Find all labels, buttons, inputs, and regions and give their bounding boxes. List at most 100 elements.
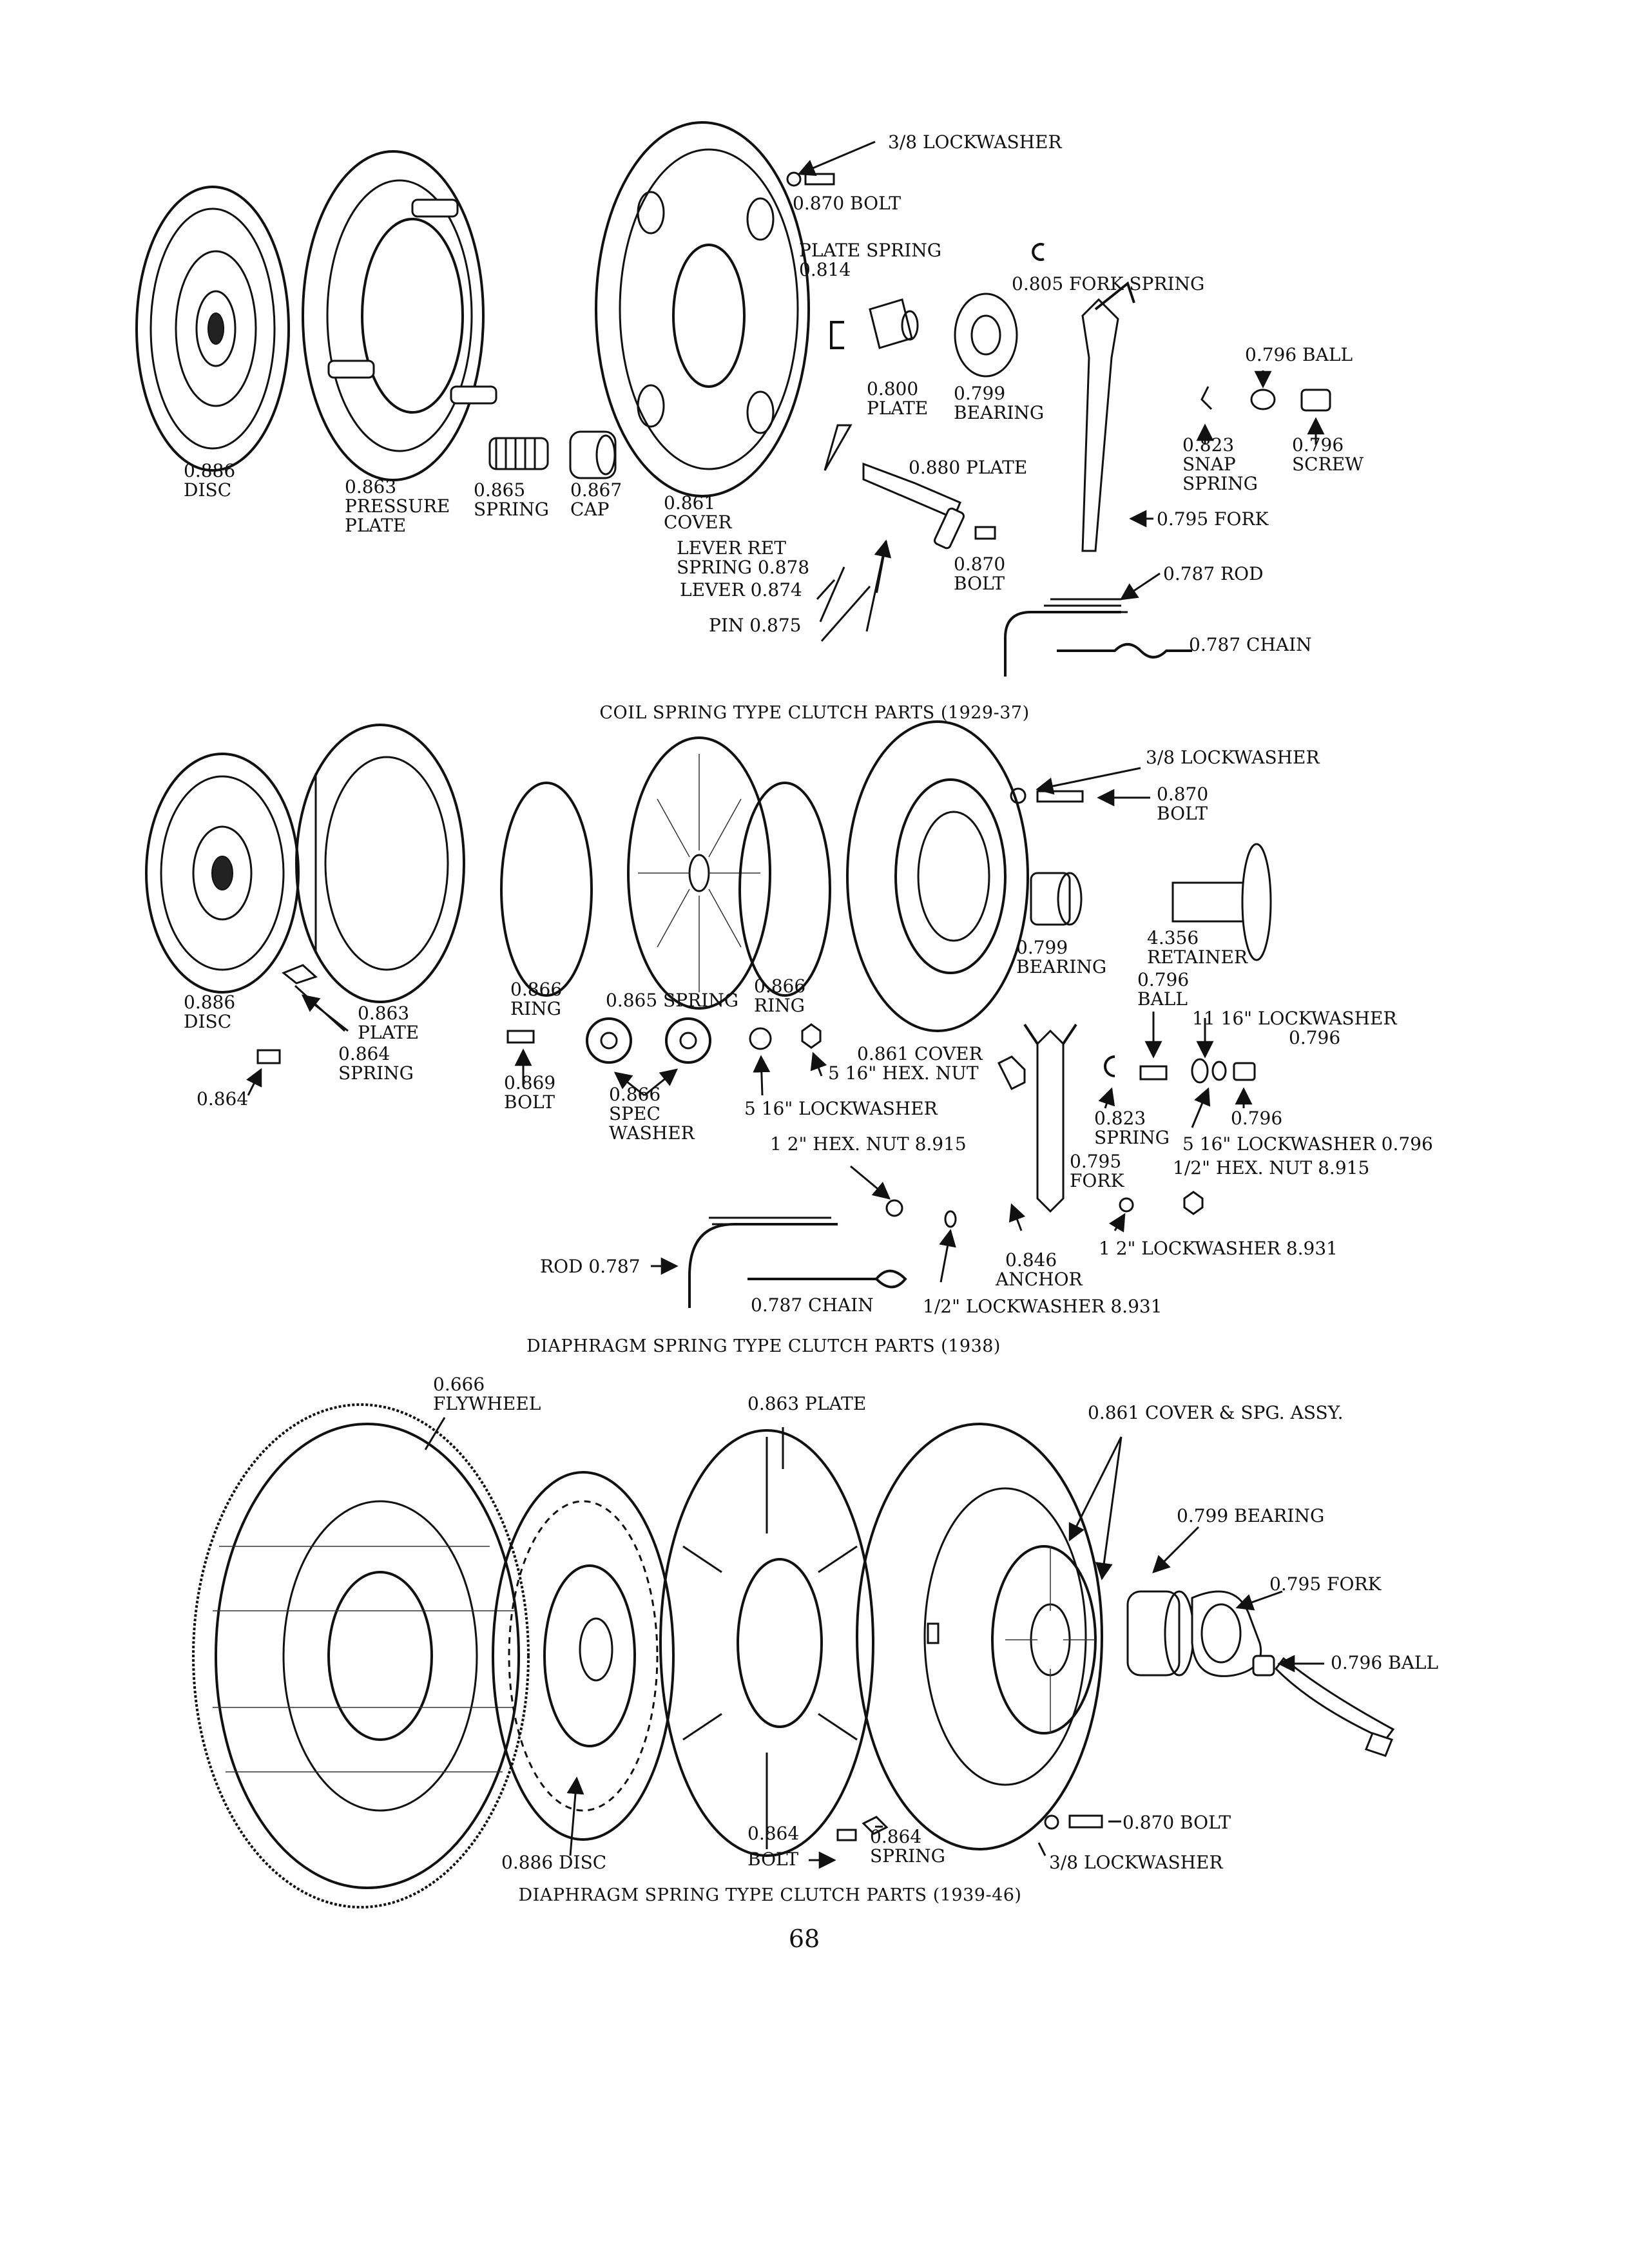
label-disc-num: 0.886 xyxy=(184,460,235,481)
label-plate-spring-num: 0.814 xyxy=(799,259,851,280)
ring-right-part xyxy=(738,782,831,997)
label-chain-787: 0.787 CHAIN xyxy=(1189,634,1312,655)
label-spring: SPRING xyxy=(474,499,549,520)
label-spring-864: SPRING xyxy=(870,1845,945,1867)
label-plate-863: 0.863 PLATE xyxy=(747,1393,866,1414)
ring-left-part xyxy=(500,782,593,997)
label-lockwasher-38: 3/8 LOCKWASHER xyxy=(1049,1852,1224,1873)
label-bearing-1938: BEARING xyxy=(1016,956,1106,977)
bearing-part-1938 xyxy=(1030,872,1083,926)
small-parts-1938 xyxy=(506,1017,827,1097)
label-lockwasher-1938: 3/8 LOCKWASHER xyxy=(1146,747,1320,768)
label-flywheel-num: 0.666 xyxy=(433,1374,485,1395)
label-bolt-1938: BOLT xyxy=(1157,803,1208,824)
label-bearing-799-num: 0.799 xyxy=(954,383,1005,404)
ball-and-lockwashers-1938 xyxy=(1098,1012,1256,1128)
label-disc-1938-num: 0.886 xyxy=(184,992,235,1013)
label-lever-874: LEVER 0.874 xyxy=(680,579,802,601)
fork-part-1939 xyxy=(1191,1590,1262,1677)
screw-796-part xyxy=(1300,389,1331,445)
flywheel-part xyxy=(192,1403,530,1908)
label-hexnut-516: 5 16" HEX. NUT xyxy=(828,1062,979,1084)
label-spring-864-num: 0.864 xyxy=(338,1043,390,1064)
label-bolt-864: BOLT xyxy=(747,1849,798,1870)
label-fork-1938-num: 0.795 xyxy=(1070,1151,1121,1172)
label-bolt-870b-num: 0.870 xyxy=(954,553,1005,575)
label-bolt-869: BOLT xyxy=(504,1091,555,1113)
section-coil-spring: 3/8 LOCKWASHER 0.870 BOLT PLATE SPRING 0… xyxy=(135,121,1364,723)
label-ball-796: 0.796 BALL xyxy=(1331,1652,1438,1673)
label-disc-886: 0.886 DISC xyxy=(501,1852,606,1873)
label-lockwasher-1116: 11 16" LOCKWASHER xyxy=(1192,1008,1397,1029)
small-parts-1939 xyxy=(836,1814,1103,1841)
section-diaphragm-1938: 3/8 LOCKWASHER 0.870 BOLT 4.356 RETAINER… xyxy=(145,720,1433,1356)
ball-796-part xyxy=(1250,370,1276,410)
label-retainer: RETAINER xyxy=(1147,947,1248,968)
label-pressure: PRESSURE xyxy=(345,495,450,517)
label-plate-1938: PLATE xyxy=(358,1022,419,1043)
caption-diaphragm-1938: DIAPHRAGM SPRING TYPE CLUTCH PARTS (1938… xyxy=(526,1336,1001,1356)
label-hexnut-12: 1 2" HEX. NUT 8.915 xyxy=(770,1133,967,1155)
label-spring-num: 0.865 xyxy=(474,479,525,501)
label-hexnut-12-right: 1/2" HEX. NUT 8.915 xyxy=(1173,1157,1369,1178)
label-plate-1938-num: 0.863 xyxy=(358,1003,409,1024)
pressure-plate-part xyxy=(302,150,497,481)
bolt-lockwasher-1938 xyxy=(1010,767,1150,807)
label-spec-washer: WASHER xyxy=(609,1122,695,1144)
label-flywheel: FLYWHEEL xyxy=(433,1393,541,1414)
fork-part xyxy=(1081,281,1135,552)
label-pressure-plate-num: 0.863 xyxy=(345,476,396,497)
label-ball-1938: BALL xyxy=(1137,988,1188,1010)
label-lockwasher-12-right: 1 2" LOCKWASHER 8.931 xyxy=(1099,1238,1338,1259)
label-spring-823: SPRING xyxy=(1094,1127,1170,1148)
fork-spring-part xyxy=(1032,243,1045,261)
label-fork-795: 0.795 FORK xyxy=(1269,1573,1382,1595)
label-cover: COVER xyxy=(664,512,733,533)
label-bolt-869-num: 0.869 xyxy=(504,1072,555,1093)
ball-part-1939 xyxy=(1252,1655,1395,1757)
page-number: 68 xyxy=(789,1925,820,1953)
rod-chain-1938 xyxy=(651,1055,1204,1308)
label-chain-1938: 0.787 CHAIN xyxy=(751,1294,874,1316)
label-screw-num: 0.796 xyxy=(1292,434,1344,456)
label-ball-796: 0.796 BALL xyxy=(1245,344,1353,365)
label-ring-right: RING xyxy=(754,995,805,1016)
label-snap-spring: SPRING xyxy=(1182,473,1258,494)
label-lockwasher-12-bottom: 1/2" LOCKWASHER 8.931 xyxy=(923,1296,1162,1317)
plate-800-part xyxy=(869,298,919,349)
label-bolt-870b: BOLT xyxy=(954,573,1005,594)
retainer-part xyxy=(1171,843,1272,961)
label-plate-880: 0.880 PLATE xyxy=(909,457,1027,478)
label-anchor: ANCHOR xyxy=(995,1269,1083,1290)
label-ring-right-num: 0.866 xyxy=(754,975,805,997)
cover-assy-part xyxy=(856,1423,1103,1850)
label-snap-num: 0.823 xyxy=(1182,434,1234,456)
label-screw: SCREW xyxy=(1292,454,1364,475)
label-anchor-num: 0.846 xyxy=(1005,1249,1057,1271)
caption-coil-spring: COIL SPRING TYPE CLUTCH PARTS (1929-37) xyxy=(599,703,1029,723)
plate-part-1938 xyxy=(282,724,465,1003)
label-ring-left-num: 0.866 xyxy=(510,979,562,1000)
plate-spring-part xyxy=(830,321,844,349)
coil-spring-part xyxy=(488,437,549,470)
cover-part-1938 xyxy=(846,720,1029,1032)
bolt-864-part xyxy=(246,1049,281,1096)
label-cap: CAP xyxy=(570,499,609,520)
label-spec: SPEC xyxy=(609,1103,660,1124)
bolt-and-lockwasher-top xyxy=(786,140,876,187)
label-spring-823-num: 0.823 xyxy=(1094,1108,1146,1129)
label-lockwasher-516: 5 16" LOCKWASHER xyxy=(744,1098,938,1119)
caption-diaphragm-1939: DIAPHRAGM SPRING TYPE CLUTCH PARTS (1939… xyxy=(519,1885,1022,1905)
plate-part-1939 xyxy=(659,1429,874,1857)
label-cover-num: 0.861 xyxy=(664,492,715,514)
label-spring-864-num: 0.864 xyxy=(870,1826,921,1847)
diaphragm-spring-part xyxy=(627,736,771,1010)
label-spring-865: 0.865 SPRING xyxy=(606,990,738,1011)
label-rod-787: 0.787 ROD xyxy=(1163,563,1264,584)
disc-part-1938 xyxy=(145,753,300,994)
bearing-799-part xyxy=(954,293,1018,378)
label-snap: SNAP xyxy=(1182,454,1236,475)
label-bolt-870: 0.870 BOLT xyxy=(1123,1812,1231,1833)
label-cover-861: 0.861 COVER xyxy=(857,1043,983,1064)
